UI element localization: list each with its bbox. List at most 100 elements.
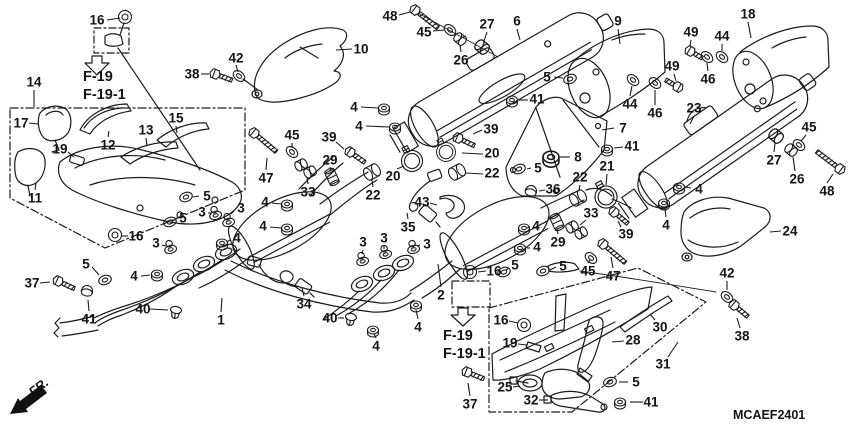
svg-text:5: 5 [203,189,211,204]
svg-text:13: 13 [138,123,154,138]
svg-text:32: 32 [523,393,538,408]
part-4-nut [150,269,164,282]
svg-text:46: 46 [647,106,663,121]
part-4-nut [388,122,402,135]
exhaust-pipe-rear [323,254,415,320]
part-label-16: 16 [477,264,502,279]
part-label-39: 39 [321,130,345,150]
part-4-nut [280,199,294,212]
part-45-washer [443,24,457,36]
part-41-nut [505,95,519,108]
part-label-19: 19 [52,142,75,158]
part-label-17: 17 [13,116,39,131]
part-20-clamp [436,137,456,162]
part-label-48: 48 [382,9,411,24]
reference-arrow-down-top [84,55,110,76]
svg-text:16: 16 [493,313,509,328]
part-label-12: 12 [100,130,116,153]
svg-text:42: 42 [719,266,734,281]
part-label-22: 22 [572,170,588,192]
part-4-nut [377,103,391,116]
part-label-15: 15 [168,111,184,134]
part-label-5: 5 [549,259,567,274]
side-cover-group [491,261,673,413]
part-label-28: 28 [611,333,641,348]
part-label-5: 5 [505,258,519,273]
svg-text:20: 20 [385,169,400,184]
svg-text:48: 48 [382,9,398,24]
part-label-24: 24 [769,224,798,239]
part-4-nut [280,223,294,236]
svg-text:39: 39 [321,130,336,145]
svg-text:22: 22 [365,188,380,203]
part-label-29: 29 [322,153,338,172]
part-label-4: 4 [527,240,541,255]
part-label-3: 3 [230,201,245,216]
stay-43 [439,194,466,219]
heat-shield-24 [680,196,771,262]
svg-text:3: 3 [380,231,388,246]
svg-text:38: 38 [184,67,200,82]
reference-callout-2-line-1: F-19 [443,328,473,344]
part-47-bolt [248,127,279,154]
part-label-41: 41 [81,299,97,327]
svg-text:5: 5 [179,211,187,226]
part-27-bushing [474,39,490,55]
part-21-clamp [594,180,618,209]
part-label-35: 35 [400,212,416,235]
part-39-bolt [608,206,630,226]
svg-text:25: 25 [497,380,513,395]
reference-callout-1-line-1: F-19 [83,69,113,85]
part-45-washer [285,146,299,158]
part-49-bolt [664,77,684,93]
svg-text:4: 4 [662,218,670,233]
svg-text:45: 45 [801,120,817,135]
part-label-20: 20 [385,165,405,184]
svg-text:39: 39 [483,122,498,137]
part-42-washer [232,70,246,82]
part-label-36: 36 [538,182,561,197]
dashed-box-side-cover-group [488,267,707,413]
part-20-clamp [400,144,424,173]
part-label-33: 33 [300,177,316,200]
heat-shield-group-left [14,103,242,225]
part-label-47: 47 [258,157,274,186]
part-label-27: 27 [479,17,495,42]
part-16-capnut [117,9,133,25]
part-label-5: 5 [172,211,187,226]
part-41-rubber [80,284,93,297]
part-label-25: 25 [497,380,521,395]
svg-text:39: 39 [618,227,633,242]
part-22-collar [447,163,467,181]
part-41-nut [613,397,627,410]
part-5-washer [497,266,511,278]
svg-text:24: 24 [782,224,798,239]
dashed-box-heat-shield-group [9,107,246,249]
part-5-washer [98,274,112,286]
part-label-45: 45 [800,120,817,142]
svg-text:41: 41 [529,92,545,107]
part-label-1: 1 [217,297,225,328]
muffler-rear [617,73,817,219]
svg-text:31: 31 [655,357,671,372]
part-label-23: 23 [686,101,702,125]
catalytic-chamber-right [409,187,632,299]
svg-text:4: 4 [130,269,138,284]
part-8-nut [542,150,560,168]
part-22-collar [568,189,588,207]
svg-text:4: 4 [532,219,540,234]
part-16-capnut [516,317,532,333]
part-label-16: 16 [89,13,121,28]
svg-text:16: 16 [89,13,105,28]
part-38-bolt [209,68,234,83]
part-37-bolt [52,275,76,292]
svg-text:4: 4 [533,240,541,255]
svg-text:29: 29 [550,235,565,250]
joint-subassembly-top [104,22,201,171]
part-label-42: 42 [719,266,735,290]
reference-callout-1-line-2: F-19-1 [83,87,126,103]
svg-text:20: 20 [484,146,499,161]
part-29-damper [324,167,340,187]
part-3-stud [356,251,370,267]
svg-text:35: 35 [400,220,416,235]
